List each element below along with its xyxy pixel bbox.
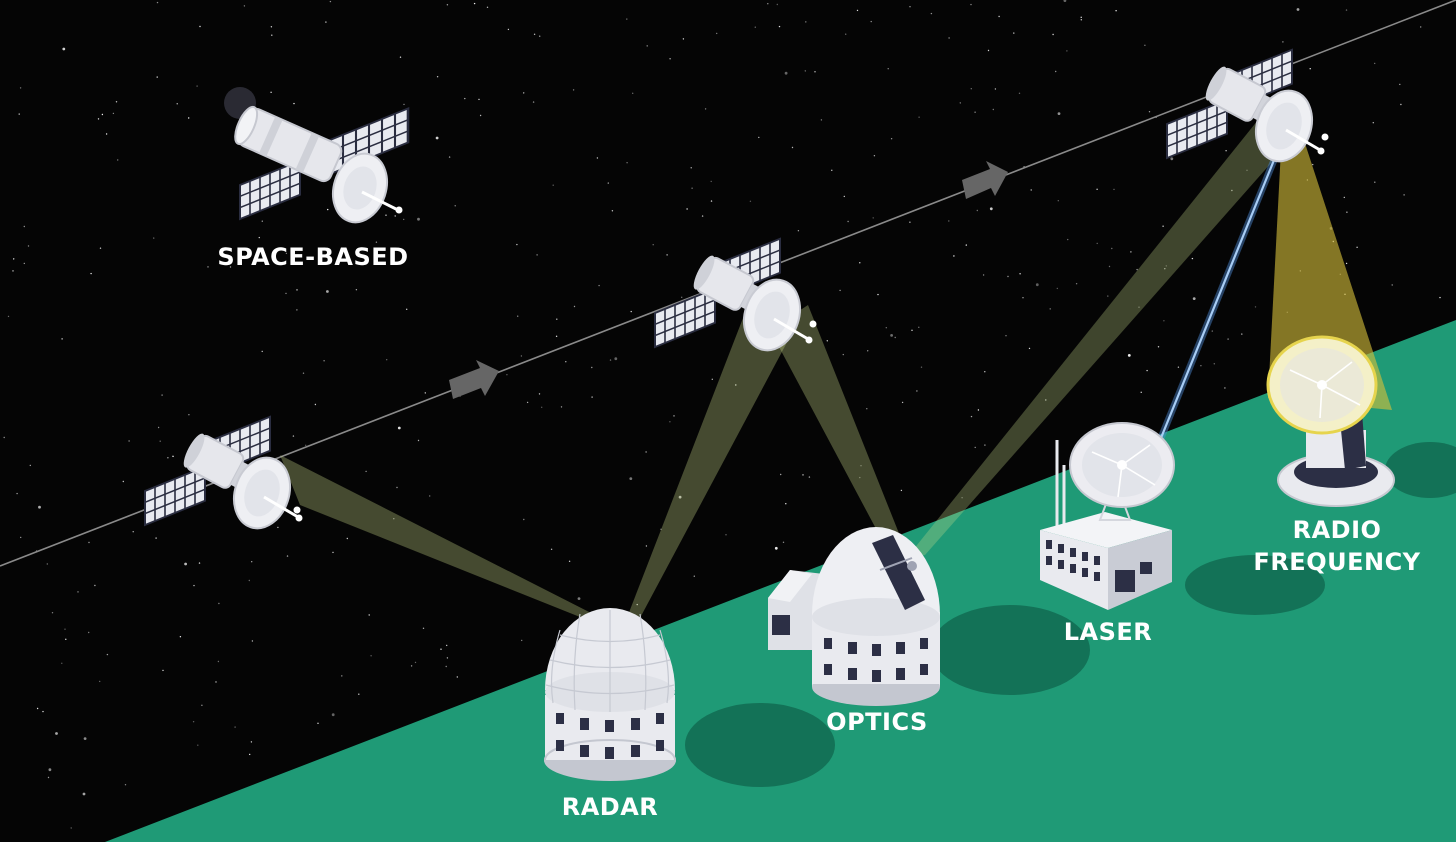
- label-frequency: FREQUENCY: [1253, 548, 1420, 576]
- label-radar: RADAR: [562, 793, 659, 821]
- beam-satellite1-to-radar: [280, 455, 600, 625]
- direction-arrow-icon: [962, 161, 1008, 199]
- ground-shadows: [685, 442, 1456, 787]
- sensor-beams: [280, 120, 1392, 625]
- radio-dish-icon: [1266, 335, 1395, 507]
- space-telescope-icon: [224, 87, 410, 224]
- laser-station-icon: [1040, 422, 1175, 610]
- label-space-based: SPACE-BASED: [217, 243, 408, 271]
- beam-optics-to-satellite3: [905, 120, 1302, 560]
- beam-radio-to-satellite3: [1268, 128, 1392, 410]
- beam-satellite2-to-optics: [770, 305, 912, 570]
- label-radio: RADIO: [1293, 516, 1382, 544]
- radar-dome-icon: [544, 608, 676, 781]
- direction-arrow-icon: [449, 360, 499, 399]
- optical-observatory-icon: [768, 527, 940, 706]
- label-laser: LASER: [1064, 618, 1153, 646]
- beam-satellite2-to-radar: [628, 300, 800, 618]
- label-optics: OPTICS: [826, 708, 928, 736]
